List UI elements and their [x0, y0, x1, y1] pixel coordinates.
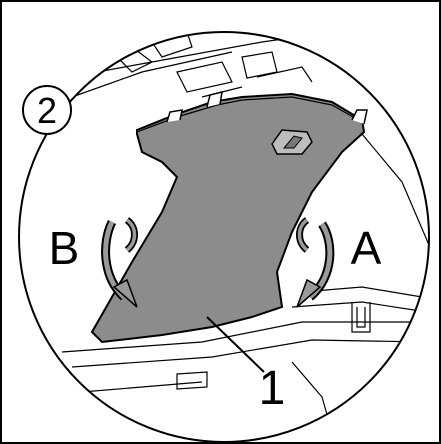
step-badge-circle — [22, 85, 72, 135]
lower-slot — [176, 371, 208, 390]
arrow-label-b: B — [49, 222, 80, 274]
part-number: 1 — [259, 362, 286, 415]
top-clip — [206, 90, 223, 108]
trim-panel — [90, 90, 368, 344]
rotation-arrow-b — [101, 217, 138, 308]
lower-trim — [81, 381, 203, 393]
rotation-arrow-a — [296, 217, 335, 308]
top-clip — [351, 109, 368, 125]
lower-trim — [71, 339, 428, 368]
door-edge — [291, 301, 428, 313]
clip-slot — [351, 302, 371, 333]
part-leader-line — [206, 316, 265, 373]
lower-trim — [61, 321, 422, 353]
panel-hook-slot — [282, 135, 303, 149]
step-number: 2 — [37, 90, 57, 131]
roof-line — [256, 66, 313, 83]
roof-line — [71, 51, 233, 98]
arrow-label-a: A — [351, 222, 382, 274]
top-clip — [166, 109, 183, 123]
pillar-edge — [351, 121, 429, 253]
trim-panel-body — [90, 92, 366, 344]
step-badge: 2 — [22, 85, 72, 135]
clip-slot-inner — [356, 307, 366, 328]
roof-bracket — [176, 61, 233, 93]
